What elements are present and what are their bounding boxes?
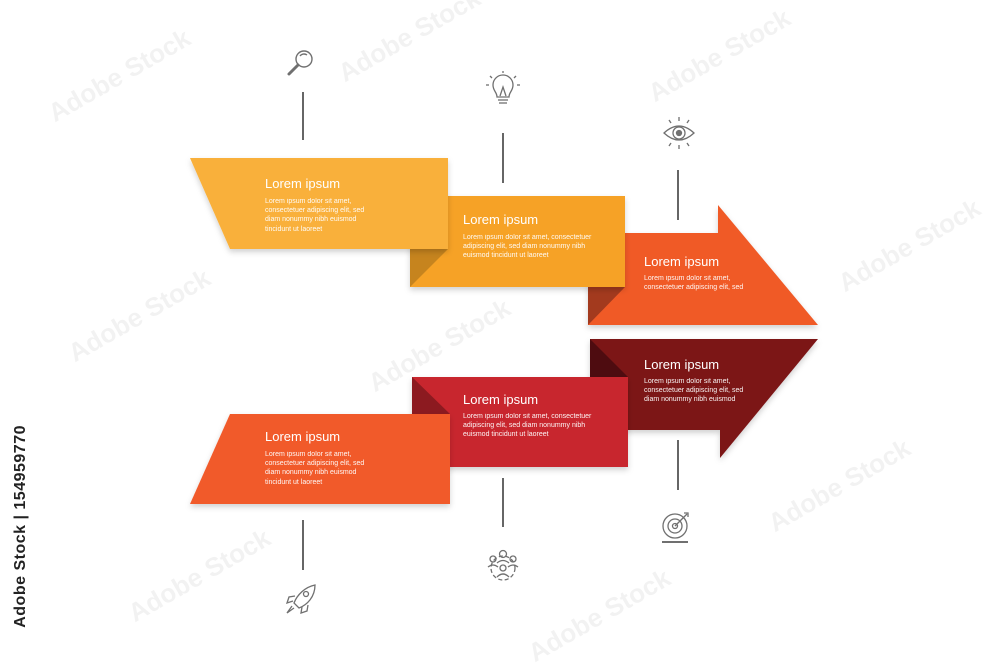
step3-title: Lorem ipsum: [644, 254, 720, 269]
step6-title: Lorem ipsum: [644, 357, 720, 372]
team-gear-icon: [487, 549, 519, 581]
step2-shape: [410, 196, 625, 287]
step6-body: Lorem ipsum dolor sit amet, consectetuer…: [644, 378, 744, 404]
step4-body: Lorem ipsum dolor sit amet, consectetuer…: [265, 451, 365, 486]
stock-brand: Adobe Stock: [12, 524, 29, 628]
step1-shape: [190, 158, 448, 249]
step4-title: Lorem ipsum: [265, 429, 341, 444]
bottom-arrow: [190, 339, 818, 504]
target-icon: [662, 512, 689, 543]
step1-body: Lorem ipsum dolor sit amet, consectetuer…: [265, 198, 365, 233]
lightbulb-icon: [486, 71, 520, 104]
step5-shape: [412, 377, 628, 467]
step5-fold: [412, 377, 450, 414]
top-arrow: [190, 158, 818, 325]
rocket-icon: [285, 584, 316, 614]
step2-body: Lorem ipsum dolor sit amet, consectetuer…: [463, 234, 592, 260]
step6-fold: [590, 339, 628, 377]
stock-id-label: Adobe Stock | 154959770: [12, 425, 30, 628]
magnifier-icon: [287, 50, 313, 76]
step2-fold: [410, 249, 448, 287]
stock-number: | 154959770: [12, 425, 29, 520]
step4-shape: [190, 414, 450, 504]
step3-shape: [588, 205, 818, 325]
step1-title: Lorem ipsum: [265, 176, 341, 191]
step3-body: Lorem ipsum dolor sit amet, consectetuer…: [644, 275, 744, 292]
step5-body: Lorem ipsum dolor sit amet, consectetuer…: [463, 413, 592, 439]
step2-title: Lorem ipsum: [463, 212, 539, 227]
eye-icon: [663, 117, 695, 149]
step5-title: Lorem ipsum: [463, 392, 539, 407]
step6-shape: [590, 339, 818, 458]
step3-fold: [588, 287, 625, 325]
